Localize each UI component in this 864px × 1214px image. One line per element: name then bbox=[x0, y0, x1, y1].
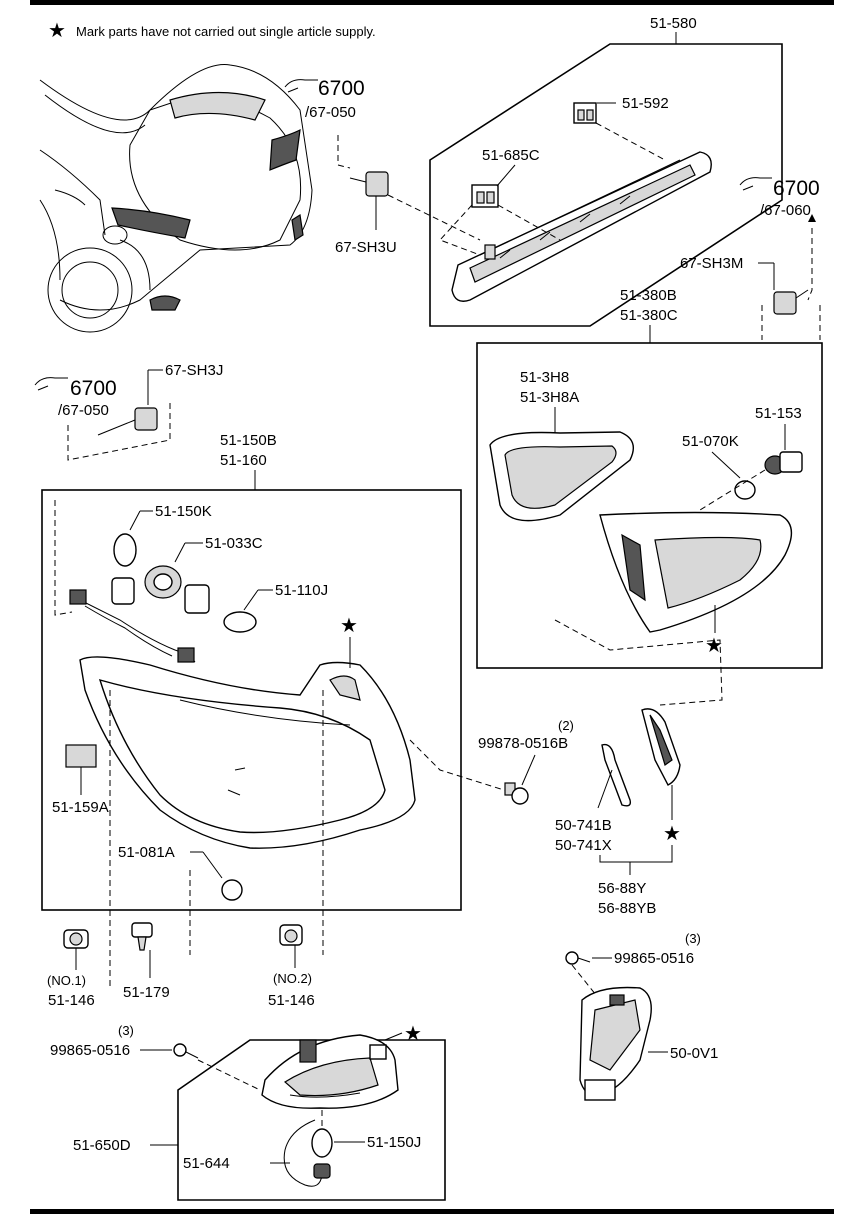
label-99878-0516b: 99878-0516B bbox=[478, 735, 568, 752]
label-51-153: 51-153 bbox=[755, 405, 802, 422]
label-qty-3b: (3) bbox=[118, 1023, 134, 1038]
socket-51-644 bbox=[283, 1119, 331, 1187]
star-combination-lamp: ★ bbox=[340, 613, 358, 637]
bulb-51-070k bbox=[734, 480, 756, 500]
pad-51-159a bbox=[65, 744, 97, 768]
label-67-sh3u: 67-SH3U bbox=[335, 239, 397, 256]
label-51-159a: 51-159A bbox=[52, 799, 109, 816]
screw-99865-0516-b bbox=[173, 1043, 199, 1059]
bulb-67-sh3j bbox=[134, 407, 158, 431]
ref-c-num: 6700 bbox=[70, 377, 117, 400]
label-67-sh3j: 67-SH3J bbox=[165, 362, 223, 379]
label-99865-0516-b: 99865-0516 bbox=[50, 1042, 130, 1059]
ref-a-sub: /67-050 bbox=[305, 104, 356, 121]
wire-harness bbox=[69, 577, 210, 663]
bulb-51-110j bbox=[223, 611, 257, 633]
bulb-67-sh3m bbox=[773, 291, 797, 315]
rear-lamp-51-650d bbox=[261, 1034, 399, 1109]
bulb-67-sh3u bbox=[365, 171, 389, 197]
label-51-592: 51-592 bbox=[622, 95, 669, 112]
top-rule bbox=[30, 0, 834, 5]
label-99865-0516-a: 99865-0516 bbox=[614, 950, 694, 967]
hand-pointer-icon-c bbox=[34, 377, 68, 391]
ref-b-sub: /67-060 bbox=[760, 202, 811, 219]
star-bracket: ★ bbox=[663, 821, 681, 845]
label-51-150k: 51-150K bbox=[155, 503, 212, 520]
label-51-070k: 51-070K bbox=[682, 433, 739, 450]
clip-51-146-no1 bbox=[63, 929, 89, 949]
box-51-580 bbox=[429, 43, 783, 327]
label-51-081a: 51-081A bbox=[118, 844, 175, 861]
label-51-033c: 51-033C bbox=[205, 535, 263, 552]
high-mount-stop-lamp bbox=[451, 151, 712, 302]
hand-pointer-icon bbox=[284, 79, 318, 93]
label-51-380c: 51-380C bbox=[620, 307, 678, 324]
label-51-150j: 51-150J bbox=[367, 1134, 421, 1151]
label-qty-2: (2) bbox=[558, 718, 574, 733]
box-51-150b bbox=[41, 489, 462, 911]
label-51-179: 51-179 bbox=[123, 984, 170, 1001]
socket-51-153 bbox=[764, 451, 803, 475]
bracket-50-0v1 bbox=[579, 986, 652, 1101]
label-51-3h8: 51-3H8 bbox=[520, 369, 569, 386]
screw-99865-0516-a bbox=[565, 951, 591, 965]
clip-51-146-no2 bbox=[279, 924, 303, 946]
label-51-644: 51-644 bbox=[183, 1155, 230, 1172]
label-50-741b: 50-741B bbox=[555, 817, 612, 834]
label-no2: (NO.2) bbox=[273, 971, 312, 986]
label-67-sh3m: 67-SH3M bbox=[680, 255, 743, 272]
label-51-150b: 51-150B bbox=[220, 432, 277, 449]
bulb-51-150k bbox=[113, 533, 137, 567]
label-50-741x: 50-741X bbox=[555, 837, 612, 854]
box-51-380 bbox=[476, 342, 823, 669]
label-qty-3a: (3) bbox=[685, 931, 701, 946]
label-51-110j: 51-110J bbox=[275, 582, 328, 599]
box-51-650d bbox=[177, 1039, 446, 1201]
label-no1: (NO.1) bbox=[47, 973, 86, 988]
ref-6700-c: 6700 /67-050 bbox=[34, 377, 117, 419]
label-56-88y: 56-88Y bbox=[598, 880, 646, 897]
label-51-380b: 51-380B bbox=[620, 287, 677, 304]
ref-6700-a: 6700 /67-050 bbox=[284, 77, 365, 121]
note-star-icon: ★ bbox=[48, 18, 66, 42]
star-inner-lamp: ★ bbox=[705, 633, 723, 657]
star-rear-lamp: ★ bbox=[404, 1021, 422, 1045]
label-51-146-a: 51-146 bbox=[48, 992, 95, 1009]
grommet-51-081a bbox=[221, 879, 243, 901]
ref-a-num: 6700 bbox=[318, 77, 365, 100]
label-50-0v1: 50-0V1 bbox=[670, 1045, 718, 1062]
clip-51-179 bbox=[131, 922, 153, 951]
label-51-146-b: 51-146 bbox=[268, 992, 315, 1009]
hand-pointer-icon-b bbox=[739, 177, 772, 191]
connector-51-685c bbox=[471, 184, 499, 208]
label-51-650d: 51-650D bbox=[73, 1137, 131, 1154]
connector-51-592 bbox=[573, 102, 597, 124]
note-text: Mark parts have not carried out single a… bbox=[76, 24, 376, 39]
ref-6700-b: 6700 /67-060 bbox=[739, 177, 820, 219]
ref-c-sub: /67-050 bbox=[58, 402, 109, 419]
label-51-580: 51-580 bbox=[650, 15, 697, 32]
bulb-51-150j bbox=[311, 1128, 333, 1158]
bottom-rule bbox=[30, 1209, 834, 1214]
label-51-160: 51-160 bbox=[220, 452, 267, 469]
label-56-88yb: 56-88YB bbox=[598, 900, 656, 917]
label-51-685c: 51-685C bbox=[482, 147, 540, 164]
label-51-3h8a: 51-3H8A bbox=[520, 389, 579, 406]
garnish-50-741b bbox=[601, 743, 632, 807]
ref-b-num: 6700 bbox=[773, 177, 820, 200]
car-illustration bbox=[39, 64, 313, 333]
screw-99878-0516b bbox=[504, 782, 529, 805]
